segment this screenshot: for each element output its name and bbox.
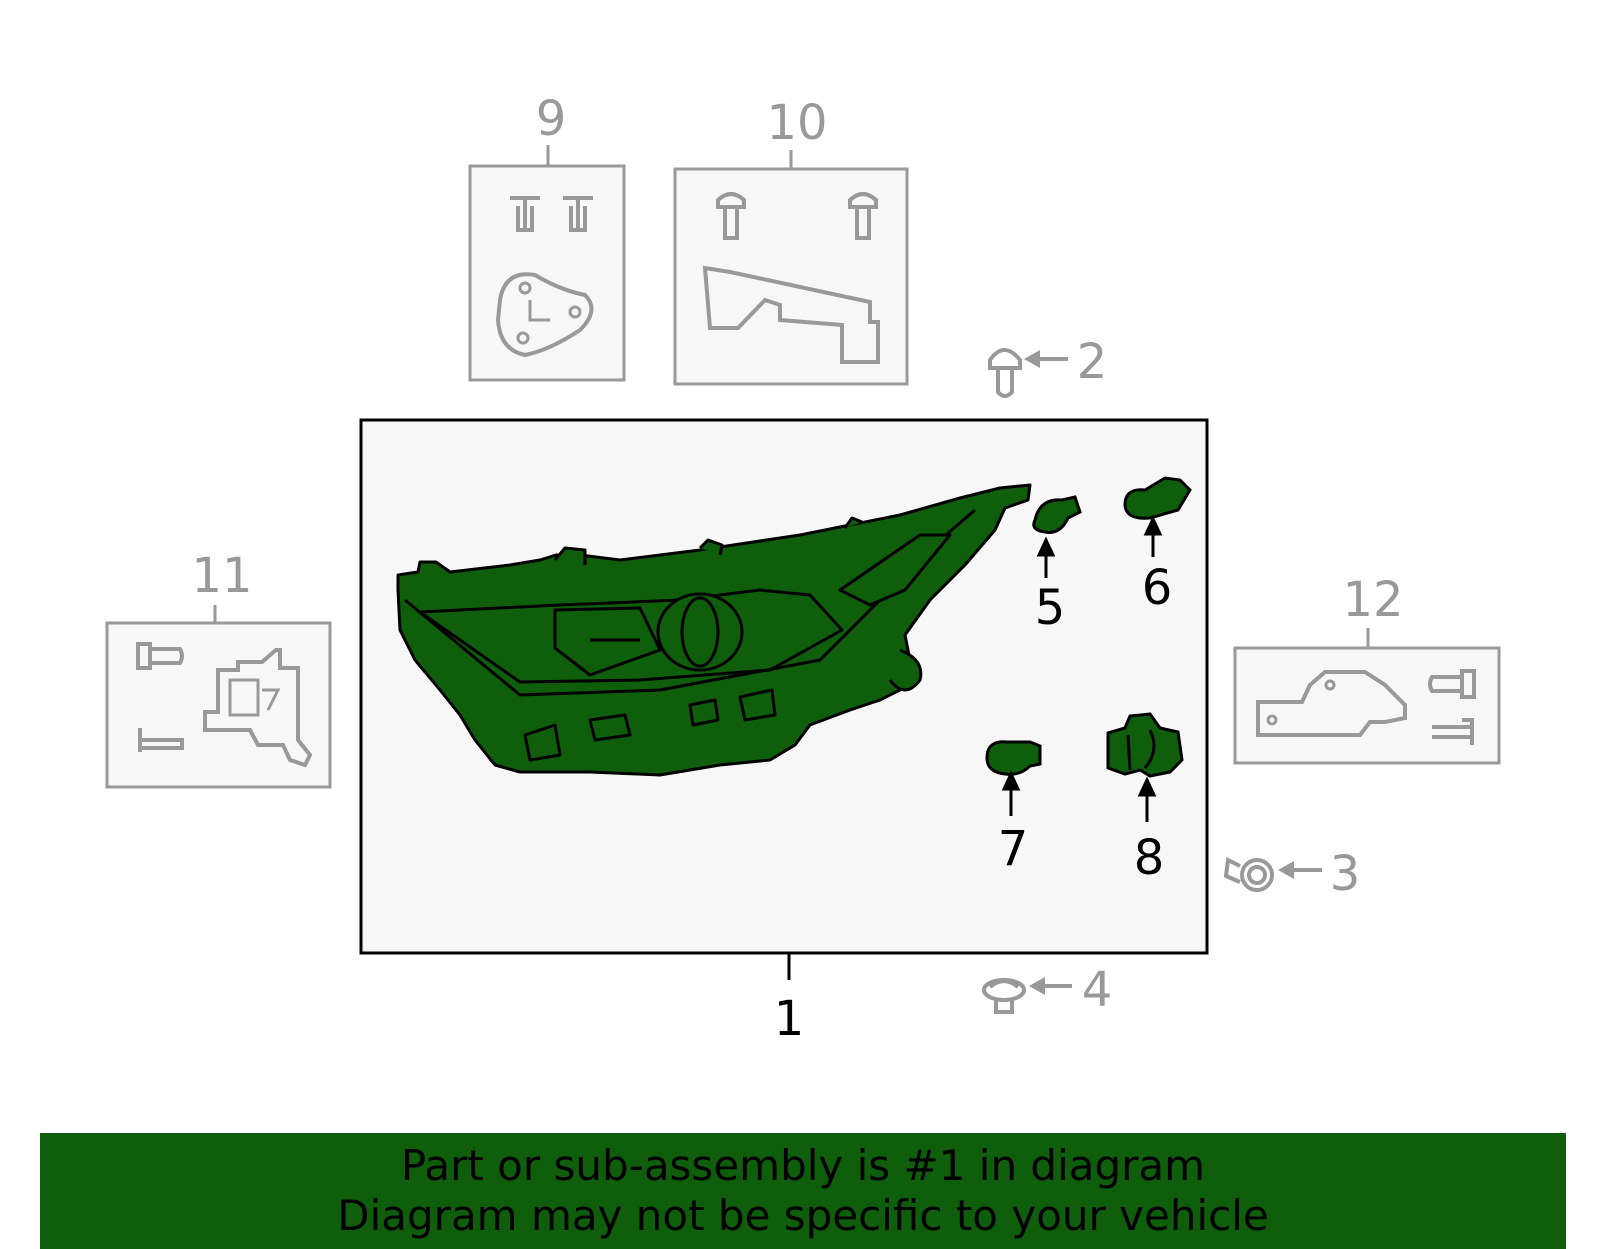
inset-box-12 bbox=[1233, 628, 1501, 765]
callout-3: 3 bbox=[1330, 846, 1361, 902]
callout-12: 12 bbox=[1342, 572, 1403, 628]
inset-box-11 bbox=[105, 605, 332, 789]
callout-7: 7 bbox=[998, 821, 1029, 877]
callout-6: 6 bbox=[1142, 560, 1173, 616]
callout-9: 9 bbox=[536, 91, 567, 147]
headlamp-assembly bbox=[396, 483, 1032, 777]
screw-icon bbox=[988, 348, 1022, 398]
bracket-icon bbox=[1256, 670, 1407, 737]
part-6-bulb bbox=[1123, 476, 1192, 557]
callout-10: 10 bbox=[766, 95, 827, 151]
part-8-socket bbox=[1106, 712, 1184, 822]
nut-icon bbox=[982, 978, 1026, 1014]
bracket-icon bbox=[495, 272, 594, 358]
info-banner: Part or sub-assembly is #1 in diagram Di… bbox=[40, 1133, 1566, 1249]
bulb-icon bbox=[1032, 495, 1082, 534]
part-7-bulb bbox=[985, 740, 1042, 816]
part-2-screw bbox=[988, 348, 1068, 398]
screw-icon bbox=[716, 192, 878, 240]
banner-line-2: Diagram may not be specific to your vehi… bbox=[337, 1191, 1269, 1240]
callout-1: 1 bbox=[774, 991, 805, 1047]
socket-icon bbox=[1106, 712, 1184, 778]
callout-5: 5 bbox=[1035, 580, 1066, 636]
callout-11: 11 bbox=[191, 548, 252, 604]
part-5-bulb bbox=[1032, 495, 1082, 578]
clip-icon bbox=[510, 196, 593, 232]
inset-box-9 bbox=[468, 145, 626, 382]
callout-4: 4 bbox=[1082, 962, 1113, 1018]
bulb-icon bbox=[985, 740, 1042, 776]
bolt-icon bbox=[136, 642, 184, 752]
banner-line-1: Part or sub-assembly is #1 in diagram bbox=[400, 1141, 1206, 1190]
bolt-icon bbox=[1223, 856, 1274, 892]
part-3-bolt bbox=[1223, 856, 1322, 892]
callout-8: 8 bbox=[1134, 830, 1165, 886]
bolt-icon bbox=[1428, 669, 1476, 745]
bracket-icon bbox=[203, 648, 313, 768]
callout-2: 2 bbox=[1077, 334, 1108, 390]
bulb-icon bbox=[1123, 476, 1192, 520]
bracket-icon bbox=[702, 265, 880, 364]
inset-box-10 bbox=[673, 150, 909, 386]
part-4-nut bbox=[982, 977, 1072, 1014]
